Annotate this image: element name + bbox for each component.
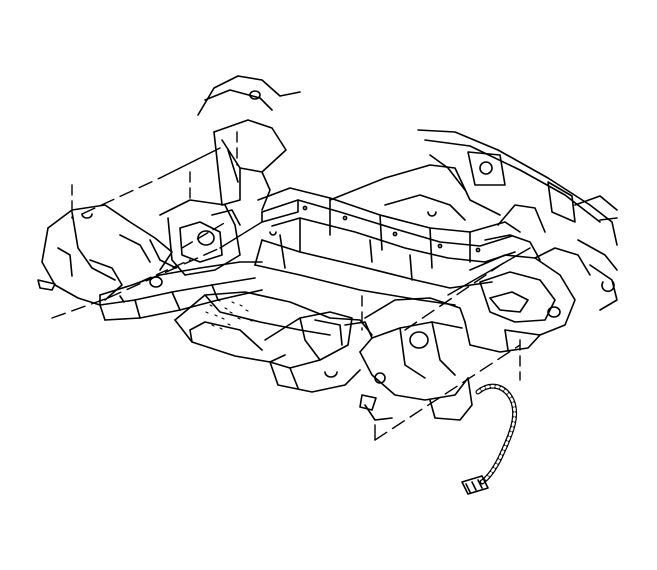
right-front-fender-inner-panel [464,204,591,353]
left-strut-tower [197,75,301,211]
engine-compartment-frame [254,164,501,306]
left-headlamp-mounting-panel [37,204,173,306]
left-front-fender-inner-panel [149,199,241,276]
right-headlamp-mounting-panel [359,297,473,421]
front-bumper-impact-bar [174,291,373,363]
firewall-cowl [417,129,618,311]
exploded-view-leader-lines [51,131,531,441]
wiring-harness-with-connector [461,383,518,495]
center-deflector-bracket [264,311,373,393]
radiator-support-lower-tie-bar [99,261,263,321]
radiator-support-upper-tie-bar [257,187,521,269]
